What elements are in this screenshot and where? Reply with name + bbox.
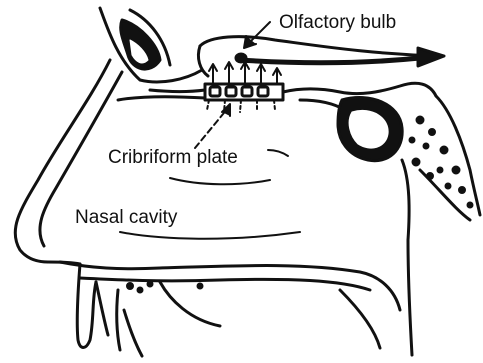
cribriform-pointer-arrow bbox=[195, 104, 230, 148]
nasal-bone bbox=[100, 8, 202, 82]
palate-and-jaw bbox=[60, 262, 400, 356]
olfactory-bulb-label: Olfactory bulb bbox=[279, 13, 396, 32]
olfactory-pointer-arrow bbox=[244, 22, 270, 48]
nasal-cavity-label: Nasal cavity bbox=[75, 208, 177, 227]
cribriform-plate-label: Cribriform plate bbox=[108, 148, 238, 167]
nose-outline bbox=[15, 60, 122, 264]
olfactory-bulb-shape bbox=[198, 37, 444, 76]
pharynx-line bbox=[408, 240, 412, 355]
sphenoid-bone bbox=[283, 83, 480, 240]
